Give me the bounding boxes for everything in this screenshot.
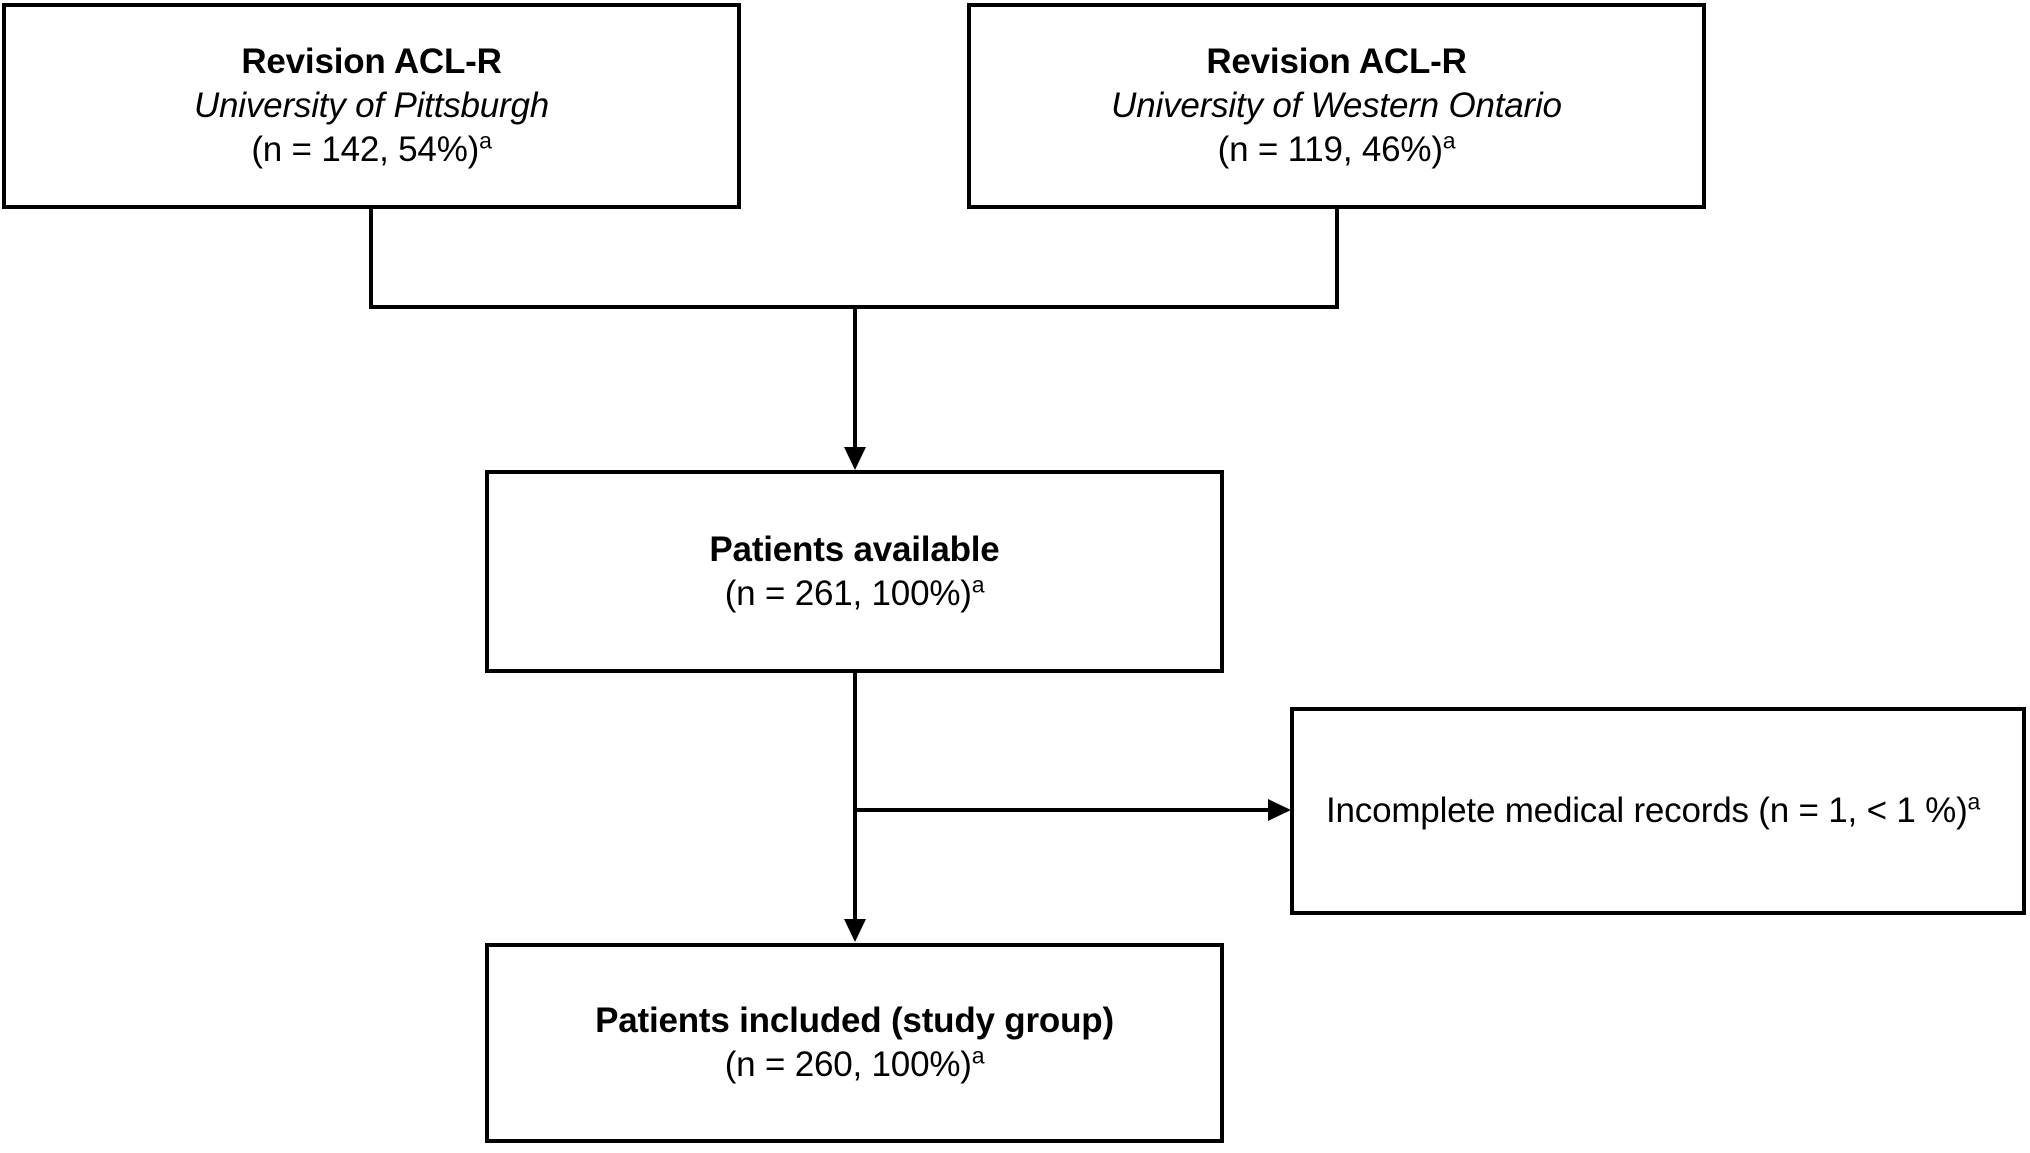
node-count-text: (n = 119, 46%) (1217, 130, 1443, 169)
node-title: Revision ACL-R (1206, 42, 1467, 81)
footnote-marker: a (1442, 127, 1456, 154)
node-count-text: (n = 261, 100%) (724, 573, 972, 613)
connector-western-drop (1335, 207, 1339, 309)
node-patients-available: Patients available (n = 261, 100%)a (485, 470, 1224, 673)
footnote-marker: a (479, 127, 492, 154)
arrowhead-to-patients-included (844, 919, 866, 942)
node-count: (n = 261, 100%)a (725, 572, 985, 616)
node-subtitle: University of Western Ontario (1111, 86, 1562, 125)
node-excluded-incomplete-records: Incomplete medical records (n = 1, < 1 %… (1290, 707, 2026, 915)
node-subtitle: University of Pittsburgh (193, 86, 550, 125)
connector-pittsburgh-drop (369, 207, 373, 309)
node-title: Patients included (study group) (595, 1001, 1114, 1040)
connector-available-to-included (853, 671, 857, 923)
arrowhead-to-patients-available (844, 447, 866, 470)
node-source-western-ontario: Revision ACL-R University of Western Ont… (967, 3, 1706, 209)
node-count: (n = 142, 54%)a (251, 127, 492, 172)
node-count-text: (n = 142, 54%) (251, 130, 480, 169)
node-count-text: (n = 260, 100%) (724, 1045, 972, 1084)
connector-available-to-excluded (855, 808, 1273, 812)
node-count: (n = 260, 100%)a (725, 1043, 985, 1087)
node-title-text: Incomplete medical records (n = 1, < 1 %… (1326, 791, 1968, 830)
footnote-marker: a (971, 570, 985, 597)
node-count: (n = 119, 46%)a (1218, 128, 1456, 172)
node-title: Incomplete medical records (n = 1, < 1 %… (1326, 789, 1980, 833)
footnote-marker: a (1967, 788, 1981, 815)
node-patients-included: Patients included (study group) (n = 260… (485, 943, 1224, 1143)
node-title: Patients available (709, 529, 1000, 569)
connector-merge-stem (853, 305, 857, 449)
footnote-marker: a (971, 1042, 985, 1069)
node-title: Revision ACL-R (241, 42, 502, 81)
node-source-pittsburgh: Revision ACL-R University of Pittsburgh … (2, 3, 741, 209)
arrowhead-to-excluded (1268, 799, 1291, 821)
